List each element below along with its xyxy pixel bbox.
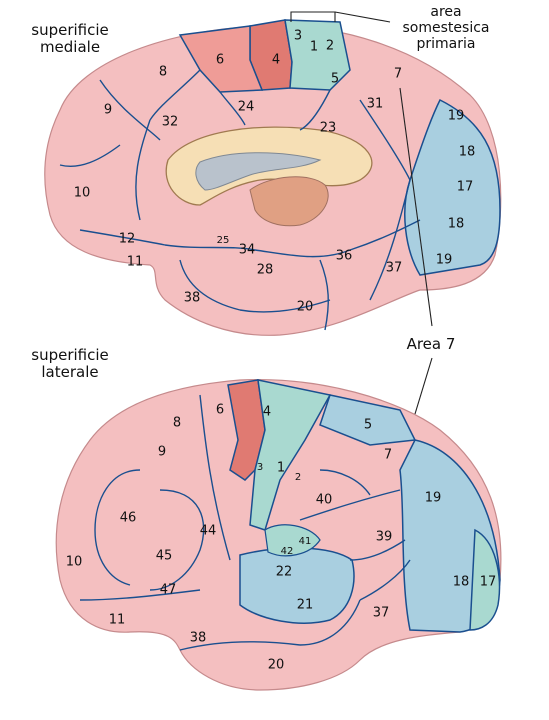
lateral-area-label: 37 — [373, 606, 390, 621]
lateral-area-label: 21 — [297, 598, 314, 613]
lateral-area-label: 5 — [364, 418, 372, 433]
lateral-area-label: 19 — [425, 491, 442, 506]
medial-area-label: 34 — [239, 243, 256, 258]
lateral-area-label: 7 — [384, 448, 392, 463]
medial-area-label: 10 — [74, 186, 91, 201]
lateral-area-label: 4 — [263, 405, 271, 420]
medial-area-label: 1 — [310, 40, 318, 55]
medial-area-label: 17 — [457, 180, 474, 195]
lateral-area-label: 45 — [156, 549, 173, 564]
medial-area-label: 11 — [127, 255, 144, 270]
medial-area-label: 4 — [272, 53, 280, 68]
lateral-area-label: 6 — [216, 403, 224, 418]
lateral-area-label: 3 — [257, 462, 263, 473]
lateral-area-label: 22 — [276, 565, 293, 580]
lateral-area-label: 1 — [277, 461, 285, 476]
medial-area-label: 8 — [159, 65, 167, 80]
lateral-area-label: 11 — [109, 613, 126, 628]
medial-area-numbers: 3 1 2 4 6 5 8 7 9 32 24 31 23 19 18 17 1… — [74, 29, 476, 315]
lateral-area-label: 42 — [281, 546, 294, 557]
lateral-brain: 4 6 8 5 7 9 3 1 2 40 46 44 19 39 45 10 4… — [55, 378, 502, 691]
lateral-area-label: 17 — [480, 575, 497, 590]
lateral-area-label: 41 — [299, 536, 312, 547]
lateral-area-label: 40 — [316, 493, 333, 508]
lateral-area-label: 20 — [268, 658, 285, 673]
medial-area-label: 18 — [448, 217, 465, 232]
lateral-area-label: 8 — [173, 416, 181, 431]
medial-area-label: 20 — [297, 300, 314, 315]
medial-area-label: 19 — [448, 109, 465, 124]
lateral-area-label: 47 — [160, 583, 177, 598]
medial-surface-label: superificie mediale — [31, 21, 109, 56]
medial-area-label: 38 — [184, 291, 201, 306]
lateral-area-label: 2 — [295, 472, 301, 483]
medial-area-label: 9 — [104, 103, 112, 118]
medial-area-label: 19 — [436, 253, 453, 268]
medial-area-label: 24 — [238, 100, 255, 115]
medial-area-label: 31 — [367, 97, 384, 112]
lateral-area-label: 18 — [453, 575, 470, 590]
medial-area-label: 36 — [336, 249, 353, 264]
somatosensory-bracket — [290, 11, 391, 23]
medial-area-label: 5 — [331, 72, 339, 87]
medial-area-label: 37 — [386, 261, 403, 276]
medial-area-label: 25 — [217, 235, 230, 246]
medial-area-label: 32 — [162, 115, 179, 130]
lateral-surface-label: superificie laterale — [31, 346, 109, 381]
lateral-area-label: 9 — [158, 445, 166, 460]
area7-label: Area 7 — [406, 335, 456, 353]
medial-area-label: 12 — [119, 232, 136, 247]
lateral-area-numbers: 4 6 8 5 7 9 3 1 2 40 46 44 19 39 45 10 4… — [66, 403, 497, 673]
medial-area-label: 7 — [394, 67, 402, 82]
somatosensory-label: area somestesica primaria — [402, 4, 490, 52]
medial-area-label: 18 — [459, 145, 476, 160]
medial-brain: 3 1 2 4 6 5 8 7 9 32 24 31 23 19 18 17 1… — [44, 19, 502, 336]
lateral-area-label: 10 — [66, 555, 83, 570]
lateral-area-label: 39 — [376, 530, 393, 545]
medial-area-label: 2 — [326, 39, 334, 54]
lateral-area-label: 44 — [200, 524, 217, 539]
medial-area-label: 23 — [320, 121, 337, 136]
lateral-area-label: 38 — [190, 631, 207, 646]
medial-area-label: 6 — [216, 53, 224, 68]
lateral-area-label: 46 — [120, 511, 137, 526]
medial-area-label: 3 — [294, 29, 302, 44]
medial-area-label: 28 — [257, 263, 274, 278]
